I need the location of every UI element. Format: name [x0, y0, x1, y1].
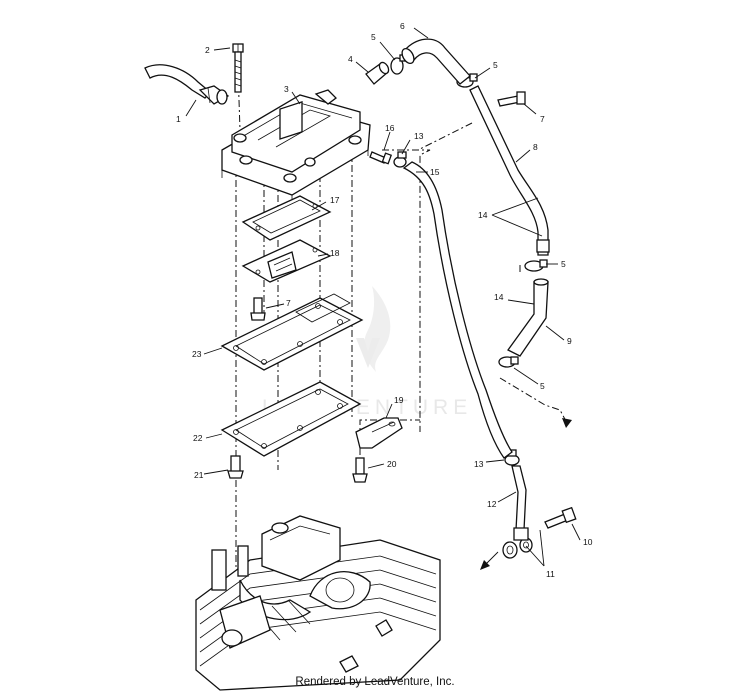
part-1-breather-elbow: [144, 64, 230, 105]
callout-19: 19: [394, 395, 404, 405]
part-17-gasket: [241, 195, 332, 241]
callout-10: 10: [583, 537, 593, 547]
part-2-bolt: [232, 43, 244, 93]
callout-4: 4: [348, 54, 353, 64]
callout-14-lower: 14: [494, 292, 504, 302]
part-7-bolt-right: [497, 91, 526, 107]
callout-1: 1: [176, 114, 181, 124]
callout-6: 6: [400, 21, 405, 31]
callout-12: 12: [487, 499, 497, 509]
part-6-elbow-hose: [401, 38, 471, 85]
callout-18: 18: [330, 248, 340, 258]
part-7-bolt-left: [250, 297, 266, 321]
callout-5-lower-right: 5: [540, 381, 545, 391]
part-3-cover: [221, 89, 371, 202]
part-5-clamps: [390, 54, 548, 368]
callout-15: 15: [430, 167, 440, 177]
part-22-plate: [220, 381, 362, 457]
part-20-bolt: [352, 457, 368, 483]
callout-3: 3: [284, 84, 289, 94]
flow-arrows: [480, 418, 572, 570]
part-13-clamp-lower: [504, 449, 520, 466]
callout-7-left: 7: [286, 298, 291, 308]
part-23-gasket: [220, 293, 364, 371]
callout-13-upper: 13: [414, 131, 424, 141]
part-8-hose: [469, 85, 550, 256]
part-15-long-hose: [402, 161, 513, 459]
clamp-middle-right: [524, 259, 548, 272]
callout-21: 21: [194, 470, 204, 480]
part-18-reed-plate: [241, 239, 332, 283]
callout-7-right: 7: [540, 114, 545, 124]
callout-14-upper: 14: [478, 210, 488, 220]
callout-23: 23: [192, 349, 202, 359]
part-19-bracket: [355, 417, 403, 449]
callouts: 1 2 3 4 5 5 5 5 6 7 7 8 9 10 11 12 13 13…: [176, 21, 593, 579]
part-13-clamp-upper: [393, 151, 407, 168]
part-16-stud: [369, 151, 393, 165]
part-4-fitting: [365, 61, 390, 85]
clamp-lower-right: [498, 356, 519, 368]
part-10-bolt: [544, 506, 577, 529]
callout-22: 22: [193, 433, 203, 443]
callout-17: 17: [330, 195, 340, 205]
callout-13-lower: 13: [474, 459, 484, 469]
rendered-by-credit: Rendered by LeadVenture, Inc.: [295, 676, 455, 688]
callout-11: 11: [546, 569, 555, 579]
leader-lines: [185, 27, 581, 567]
callout-8: 8: [533, 142, 538, 152]
callout-20: 20: [387, 459, 397, 469]
callout-2: 2: [205, 45, 210, 55]
callout-16: 16: [385, 123, 395, 133]
callout-5-upper-right: 5: [493, 60, 498, 70]
part-12-pipe: [511, 465, 529, 541]
part-21-bolt: [227, 455, 244, 479]
callout-9: 9: [567, 336, 572, 346]
part-9-hose: [507, 278, 549, 357]
part-11-washers: [502, 537, 533, 559]
callout-5-middle-right: 5: [561, 259, 566, 269]
callout-5-top: 5: [371, 32, 376, 42]
cylinder-head: [195, 515, 441, 691]
